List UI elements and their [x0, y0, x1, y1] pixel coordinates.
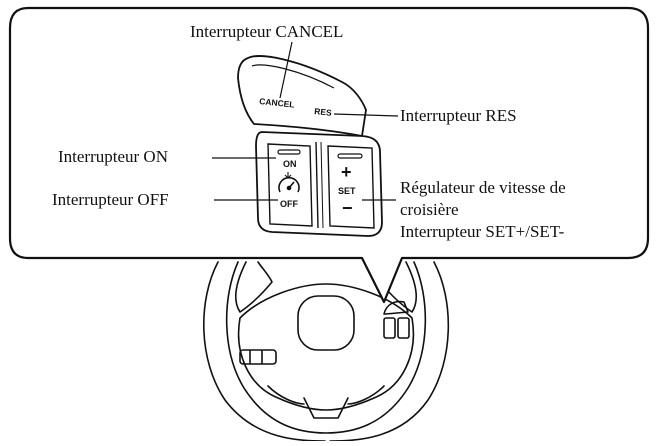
wheel-right-switch-1	[383, 317, 396, 339]
off-button-text: OFF	[280, 199, 298, 209]
leader-res	[333, 113, 399, 117]
leader-cancel	[279, 41, 293, 99]
set-button-text: SET	[338, 186, 356, 196]
set-switch-label: Interrupteur SET+/SET-	[400, 222, 565, 241]
res-button-text: RES	[314, 106, 333, 118]
steering-wheel	[202, 261, 450, 442]
set-plus-text: +	[341, 162, 352, 182]
wheel-center-pad	[297, 295, 355, 351]
wheel-rim-inner	[225, 261, 427, 434]
speedometer-icon	[278, 176, 300, 193]
on-indicator-slot	[277, 149, 301, 155]
cancel-switch-label: Interrupteur CANCEL	[190, 22, 344, 41]
cruise-switch-panel: ON OFF + SET −	[255, 131, 383, 237]
set-minus-text: −	[342, 198, 353, 218]
wheel-upper-left-opening	[234, 261, 273, 313]
cancel-res-switch: CANCEL RES	[237, 55, 367, 137]
wheel-right-switch-top	[383, 300, 409, 315]
cancel-res-switch-inner	[251, 64, 335, 89]
panel-divider	[315, 141, 319, 229]
off-switch-label: Interrupteur OFF	[52, 190, 169, 209]
on-switch-label: Interrupteur ON	[58, 147, 168, 166]
set-indicator-slot	[337, 153, 363, 159]
on-off-rocker	[267, 143, 313, 227]
on-button-text: ON	[283, 159, 297, 169]
wheel-rim-outer	[202, 261, 450, 442]
cancel-button-text: CANCEL	[259, 96, 295, 110]
wheel-hub	[237, 283, 415, 411]
wheel-right-switch-2	[397, 317, 410, 339]
leader-lines	[212, 41, 399, 201]
wheel-lower-spoke	[303, 397, 349, 419]
set-rocker	[327, 145, 375, 229]
cancel-res-switch-body	[237, 55, 367, 137]
cruise-control-label-line1: Régulateur de vitesse de	[400, 178, 566, 197]
cruise-control-label-line2: croisière	[400, 200, 459, 219]
panel-divider-2	[320, 141, 324, 229]
res-switch-label: Interrupteur RES	[400, 106, 517, 125]
wheel-lower-detail	[267, 385, 385, 405]
wheel-left-switches	[239, 349, 277, 365]
